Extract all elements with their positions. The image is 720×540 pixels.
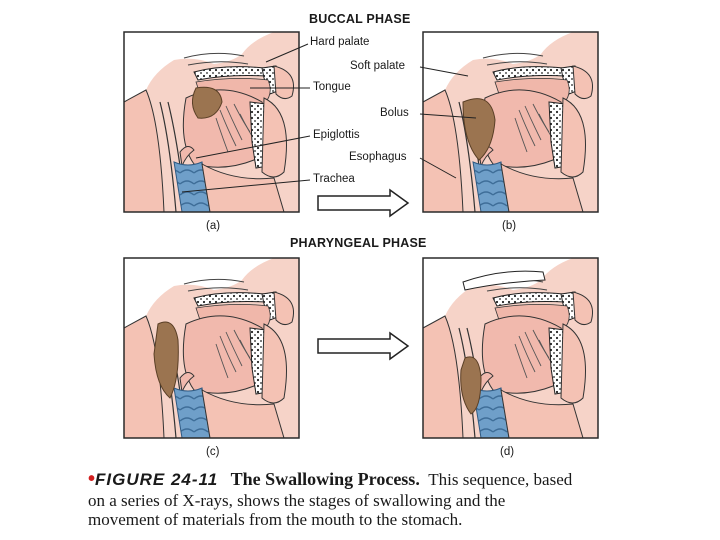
label-esophagus: Esophagus — [349, 151, 407, 163]
label-bolus: Bolus — [380, 107, 409, 119]
figure-caption: •FIGURE 24-11 The Swallowing Process. Th… — [88, 468, 648, 529]
panel-c-label: (c) — [206, 446, 220, 458]
panel-b-label: (b) — [502, 220, 517, 232]
label-hard-palate: Hard palate — [310, 36, 370, 48]
panel-d-illustration — [422, 257, 599, 439]
caption-text-line-1: This sequence, based — [428, 470, 573, 489]
panel-a-illustration — [123, 31, 300, 213]
panel-c-frame — [123, 257, 300, 439]
caption-text-line-2: on a series of X-rays, shows the stages … — [88, 491, 506, 510]
label-tongue: Tongue — [313, 81, 351, 93]
bolus-shape — [192, 86, 223, 119]
figure-title: The Swallowing Process. — [230, 469, 420, 489]
caption-text-line-3: movement of materials from the mouth to … — [88, 510, 463, 529]
panel-a-label: (a) — [206, 220, 221, 232]
buccal-phase-heading: BUCCAL PHASE — [309, 12, 411, 26]
panel-d-label: (d) — [500, 446, 515, 458]
label-soft-palate: Soft palate — [350, 60, 405, 72]
caption-bullet: • — [88, 468, 96, 490]
label-epiglottis: Epiglottis — [313, 129, 360, 141]
panel-b-frame — [422, 31, 599, 213]
panel-d-frame — [422, 257, 599, 439]
pharyngeal-phase-heading: PHARYNGEAL PHASE — [290, 236, 427, 250]
panel-c-illustration — [123, 257, 300, 439]
arrow-cd — [317, 331, 410, 361]
arrow-ab — [317, 188, 410, 218]
figure-number: FIGURE 24-11 — [95, 470, 219, 489]
panel-b-illustration — [422, 31, 599, 213]
leader-lines — [181, 43, 477, 193]
panel-a-frame — [123, 31, 300, 213]
label-trachea: Trachea — [313, 173, 355, 185]
